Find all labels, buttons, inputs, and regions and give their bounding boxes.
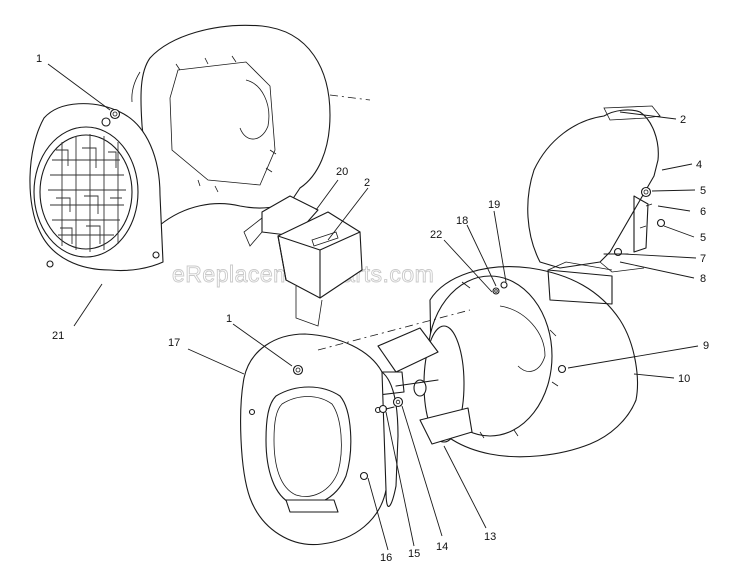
callout-4: 4 xyxy=(696,159,702,171)
rear-blower-housing xyxy=(131,24,371,226)
callout-19: 19 xyxy=(488,199,500,211)
callout-15: 15 xyxy=(408,548,420,560)
washer-14 xyxy=(392,396,404,408)
impeller-13 xyxy=(363,325,473,445)
callout-2: 2 xyxy=(364,177,370,189)
assembly-centerline xyxy=(317,309,471,351)
front-plate-17 xyxy=(240,333,399,546)
chute-adapter-20 xyxy=(243,195,363,327)
callout-9: 9 xyxy=(703,340,709,352)
callout-18: 18 xyxy=(456,215,468,227)
callout-22: 22 xyxy=(430,229,442,241)
grille-cover-21 xyxy=(29,103,164,272)
callout-labels: 1 2 4 5 6 5 7 8 20 2 19 18 22 21 1 17 9 … xyxy=(36,53,709,564)
nut-1-upper xyxy=(109,108,121,120)
callout-13: 13 xyxy=(484,531,496,543)
callout-10: 10 xyxy=(678,373,690,385)
callout-6: 6 xyxy=(700,206,706,218)
screw-15 xyxy=(378,404,395,414)
leader-lines xyxy=(47,63,699,551)
callout-1: 1 xyxy=(36,53,42,65)
callout-1: 1 xyxy=(226,313,232,325)
callout-20: 20 xyxy=(336,166,348,178)
callout-21: 21 xyxy=(52,330,64,342)
callout-17: 17 xyxy=(168,337,180,349)
callout-8: 8 xyxy=(700,273,706,285)
callout-2: 2 xyxy=(680,114,686,126)
callout-14: 14 xyxy=(436,541,448,553)
callout-5: 5 xyxy=(700,232,706,244)
callout-16: 16 xyxy=(380,552,392,564)
callout-5: 5 xyxy=(700,185,706,197)
deflector-4 xyxy=(527,105,666,273)
callout-7: 7 xyxy=(700,253,706,265)
